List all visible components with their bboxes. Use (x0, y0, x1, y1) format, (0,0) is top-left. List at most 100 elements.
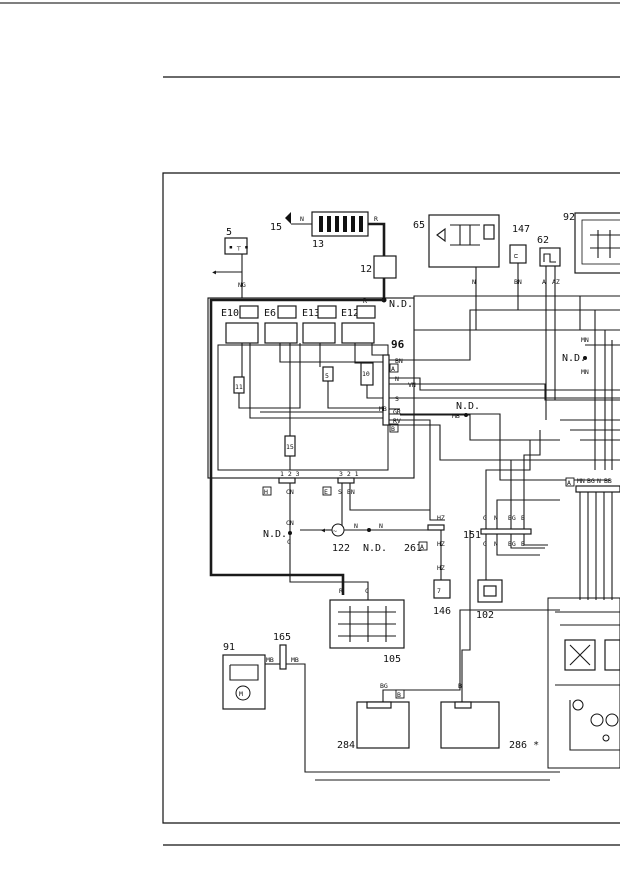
wire-b286: B (458, 682, 462, 690)
connector-tag-b2-label: B (397, 691, 401, 699)
wire-284 (382, 609, 560, 702)
bus-label-3: N (597, 477, 601, 485)
fan-right (604, 639, 620, 671)
diagram-frame (162, 172, 620, 824)
switch-e6-label: E6 (264, 308, 276, 319)
right-bus-labels: MN BG N BB (577, 477, 612, 485)
block-10-label: 10 (362, 370, 370, 378)
connector-284 (366, 701, 392, 709)
switch-e10[interactable]: E10 (221, 305, 259, 344)
wire-bn2: BN (347, 488, 355, 496)
arrow-left-icon-2: ◂ (320, 525, 326, 536)
wire-n-top: N (300, 215, 304, 223)
component-122-symbol: ~ (333, 527, 337, 535)
wire-mb2: MB (452, 412, 460, 420)
connector-tag-a (389, 363, 399, 373)
label-13: 13 (312, 239, 324, 250)
connector-96-pins (382, 354, 390, 426)
switch-e13-label: E13 (302, 308, 320, 319)
connector-tag-h (262, 486, 272, 496)
wire-b2: B (521, 540, 525, 548)
warning-icon (605, 713, 619, 727)
wire-mb: MB (379, 405, 387, 413)
wire-a: A (542, 278, 546, 286)
block-5-label: 5 (325, 372, 329, 380)
bus-label-4: BB (604, 477, 612, 485)
battery-cells-icon (319, 216, 363, 232)
component-147 (509, 244, 527, 264)
wire-n-a: N (354, 522, 358, 530)
wire-bg284: BG (380, 682, 388, 690)
label-65: 65 (413, 220, 425, 231)
pins-e: 3 2 1 (339, 470, 359, 478)
wire-vn: VN (408, 381, 416, 389)
junction-dot (464, 413, 468, 417)
pins-h: 1 2 3 (280, 470, 300, 478)
component-92-internals (581, 219, 620, 265)
switch-e6-body (264, 322, 298, 344)
label-165: 165 (273, 632, 291, 643)
connector-165 (279, 644, 287, 670)
switch-e6[interactable]: E6 (264, 305, 298, 344)
component-5-symbol: ▪ ┬ ▪ (229, 243, 249, 251)
connector-tag-a2 (418, 541, 428, 551)
nd-label-5: N.D. (562, 353, 586, 364)
switch-e12-body (341, 322, 375, 344)
wire-hz1: HZ (437, 514, 445, 522)
wire-cn2: CN (286, 519, 294, 527)
wire-n-b: N (379, 522, 383, 530)
component-12 (373, 255, 397, 279)
wire-bg: BG (508, 514, 516, 522)
label-96: 96 (391, 338, 405, 351)
switch-e13[interactable]: E13 (302, 305, 337, 344)
sensor-icon (602, 734, 610, 742)
component-105-internals (338, 606, 396, 642)
internal-wiring (238, 343, 383, 470)
nd-label-4: N.D. (363, 543, 387, 554)
wire-mn2: MN (581, 368, 589, 376)
connector-tag-a3-label: A (567, 479, 571, 487)
wire-105-c (289, 570, 369, 600)
connector-tag-a2-label: A (420, 543, 424, 551)
switch-e10-label: E10 (221, 308, 239, 319)
wire-s2: S (338, 488, 342, 496)
wire-c105: C (365, 587, 369, 595)
component-284 (356, 701, 410, 749)
connector-tag-e (322, 486, 332, 496)
connector-right-bus (575, 485, 620, 493)
right-bus-wires (560, 296, 620, 470)
wire-g2: G (483, 540, 487, 548)
label-151: 151 (463, 530, 481, 541)
fan-left-icon (569, 644, 591, 666)
motor-icon (235, 685, 251, 701)
connector-tag-e-label: E (324, 488, 328, 496)
label-261: 261 (404, 543, 422, 554)
wire-ng: NG (238, 281, 246, 289)
label-105: 105 (383, 654, 401, 665)
label-15: 15 (270, 222, 282, 233)
connector-h (278, 477, 296, 484)
wire-n-65: N (472, 278, 476, 286)
connector-e (337, 477, 355, 484)
junction-dot (288, 531, 292, 535)
nd-label-2: N.D. (456, 401, 480, 412)
wire-az: AZ (552, 278, 560, 286)
wire-n-c: N (494, 514, 498, 522)
pulse-icon (543, 253, 556, 263)
gauge-icon (590, 713, 604, 727)
wire-bn-right (349, 483, 430, 511)
wires-151 (485, 430, 590, 570)
wire-gr: GR (393, 408, 401, 416)
label-286: 286 * (509, 740, 539, 751)
switch-e10-icon (239, 305, 259, 319)
arrow-left-icon: ◂ (211, 267, 217, 278)
wire-bn1: BN (395, 357, 403, 365)
junction-dot (583, 356, 587, 360)
component-146-symbol: 7 (437, 587, 441, 595)
connector-tag-a3 (565, 477, 575, 487)
switch-e12[interactable]: E12 (341, 305, 376, 344)
component-91 (222, 654, 266, 710)
wire-bg2: BG (508, 540, 516, 548)
wire-mn: MN (581, 336, 589, 344)
